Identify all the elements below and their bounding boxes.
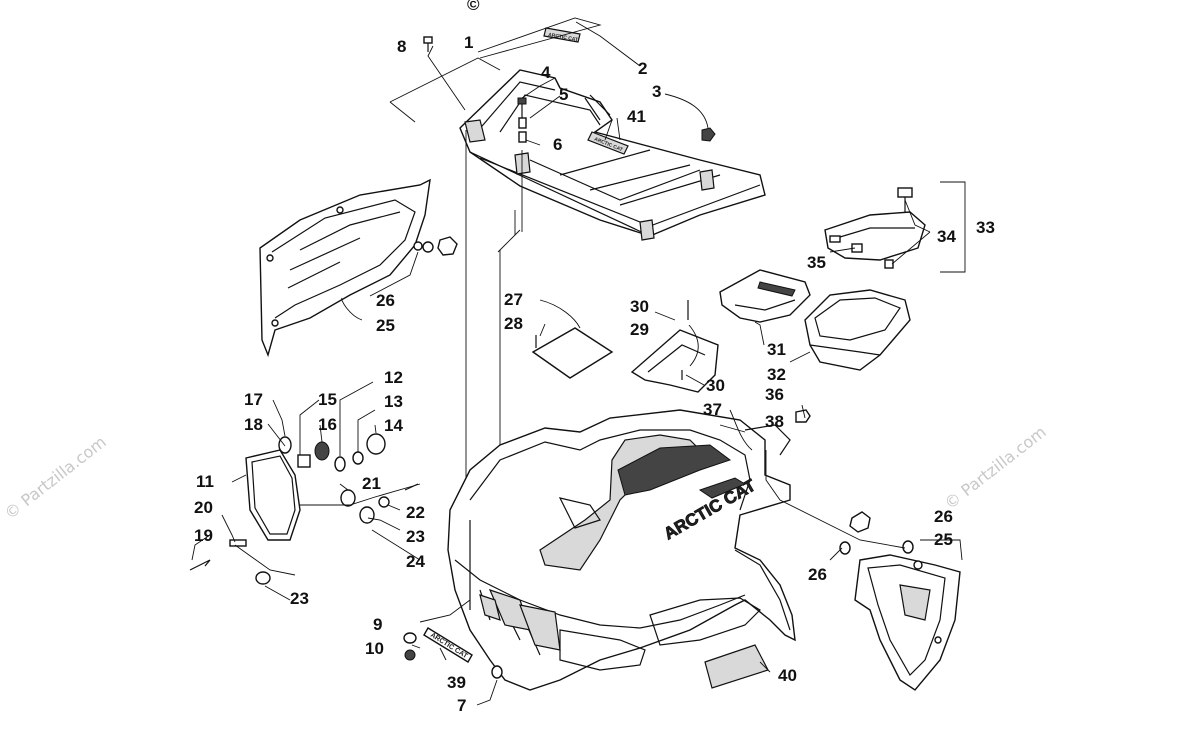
callout-18: 18: [244, 415, 263, 434]
right-side-panel: [854, 554, 961, 691]
decal-40: [704, 644, 769, 689]
left-panel-fasteners: [413, 236, 458, 256]
nut-36: [795, 409, 811, 423]
watermark-left: © Partzilla.com: [1, 432, 110, 523]
bolt-7: [491, 665, 503, 679]
callout-25b: 25: [934, 530, 953, 549]
callout-35: 35: [807, 253, 826, 272]
callout-23a: 23: [406, 527, 425, 546]
callout-31: 31: [767, 340, 786, 359]
callout-13: 13: [384, 392, 403, 411]
callout-21: 21: [362, 474, 381, 493]
callout-4: 4: [541, 63, 551, 82]
decal-39: ARCTIC CAT: [423, 627, 473, 663]
callout-3: 3: [652, 82, 661, 101]
callout-8: 8: [397, 37, 406, 56]
callout-26c: 26: [808, 565, 827, 584]
front-fender: ARCTIC CAT: [447, 409, 796, 691]
left-side-panel: [259, 178, 431, 358]
rear-rack: ARCTIC CAT: [459, 69, 766, 241]
storage-lid: [824, 211, 926, 261]
callout-6: 6: [553, 135, 562, 154]
callout-5: 5: [559, 85, 568, 104]
callout-40: 40: [778, 666, 797, 685]
leader-lines: [191, 17, 966, 706]
callout-30a: 30: [630, 297, 649, 316]
callout-39: 39: [447, 673, 466, 692]
bolt-8-shape: [423, 36, 433, 52]
callout-11: 11: [196, 472, 214, 491]
callout-labels: 1 2 3 4 5 6 7 8 9 10 11 12 13 14 15 16 1…: [194, 33, 995, 715]
callout-16: 16: [318, 415, 337, 434]
headlight-hardware: [189, 433, 419, 585]
callout-14: 14: [384, 416, 403, 435]
callout-34: 34: [937, 227, 956, 246]
callout-9: 9: [373, 615, 382, 634]
headlight-lens: [245, 449, 301, 541]
storage-cover-31: [719, 269, 811, 323]
callout-37: 37: [703, 400, 722, 419]
bolt-stack-4-5-6: [517, 97, 527, 143]
callout-32: 32: [767, 365, 786, 384]
callout-1: 1: [464, 33, 473, 52]
callout-24: 24: [406, 552, 425, 571]
svg-text:ARCTIC CAT: ARCTIC CAT: [429, 632, 469, 661]
callout-30b: 30: [706, 376, 725, 395]
callout-22: 22: [406, 503, 425, 522]
right-panel-fasteners: [839, 511, 914, 555]
callout-33: 33: [976, 218, 995, 237]
storage-box-32: [804, 289, 911, 371]
callout-15: 15: [318, 390, 337, 409]
callout-20: 20: [194, 498, 213, 517]
callout-27: 27: [504, 290, 523, 309]
lid-latch: [884, 187, 913, 269]
callout-19: 19: [194, 526, 213, 545]
callout-29: 29: [630, 320, 649, 339]
callout-23b: 23: [290, 589, 309, 608]
callout-26b: 26: [934, 507, 953, 526]
callout-28: 28: [504, 314, 523, 333]
callout-25a: 25: [376, 316, 395, 335]
callout-7: 7: [457, 696, 466, 715]
nut-3-shape: [701, 127, 716, 142]
pad-27: [531, 327, 614, 379]
callout-17: 17: [244, 390, 263, 409]
watermark-right: © Partzilla.com: [941, 422, 1050, 513]
callout-2: 2: [638, 59, 647, 78]
svg-text:ARCTIC CAT: ARCTIC CAT: [548, 32, 579, 43]
callout-38: 38: [765, 412, 784, 431]
callout-10: 10: [365, 639, 384, 658]
copyright-symbol: ©: [467, 0, 480, 14]
callout-12: 12: [384, 368, 403, 387]
nut-10: [404, 649, 416, 661]
callout-26a: 26: [376, 291, 395, 310]
callout-36: 36: [765, 385, 784, 404]
bracket-29: [630, 300, 719, 393]
callout-41: 41: [627, 107, 646, 126]
washer-9: [403, 632, 417, 644]
